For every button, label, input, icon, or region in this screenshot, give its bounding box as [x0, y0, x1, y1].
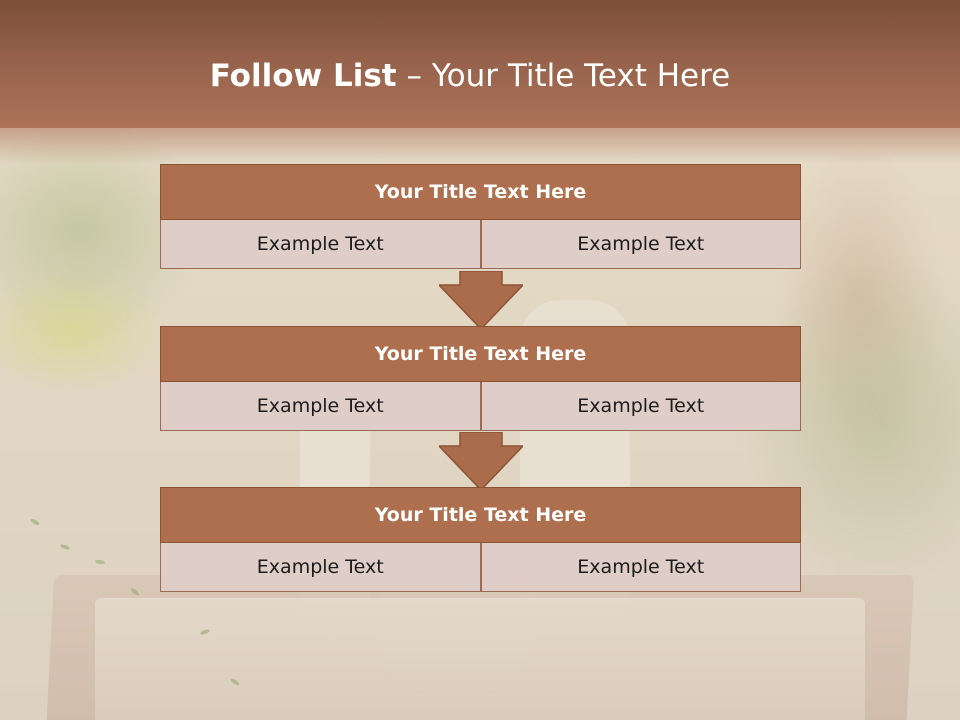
list-block: Your Title Text Here Example Text Exampl…	[160, 164, 801, 269]
plant-pot-inner	[95, 598, 865, 720]
leaf	[94, 559, 106, 565]
block-cell-left: Example Text	[160, 220, 481, 269]
header-band	[0, 0, 960, 128]
block-cell-right: Example Text	[480, 543, 801, 592]
down-arrow-icon	[439, 432, 523, 490]
block-cell-left: Example Text	[160, 382, 481, 431]
leaf	[59, 543, 71, 551]
block-row: Example Text Example Text	[160, 543, 801, 592]
list-block: Your Title Text Here Example Text Exampl…	[160, 326, 801, 431]
page-title: Follow List – Your Title Text Here	[0, 56, 940, 96]
block-cell-right: Example Text	[480, 220, 801, 269]
block-row: Example Text Example Text	[160, 220, 801, 269]
leaf	[29, 517, 41, 527]
block-title: Your Title Text Here	[160, 164, 801, 220]
block-cell-right: Example Text	[480, 382, 801, 431]
block-title: Your Title Text Here	[160, 487, 801, 543]
title-rest: – Your Title Text Here	[396, 58, 731, 94]
list-block: Your Title Text Here Example Text Exampl…	[160, 487, 801, 592]
block-cell-left: Example Text	[160, 543, 481, 592]
down-arrow-icon	[439, 271, 523, 329]
title-bold: Follow List	[209, 58, 397, 94]
header-fade	[0, 128, 960, 164]
block-title: Your Title Text Here	[160, 326, 801, 382]
block-row: Example Text Example Text	[160, 382, 801, 431]
